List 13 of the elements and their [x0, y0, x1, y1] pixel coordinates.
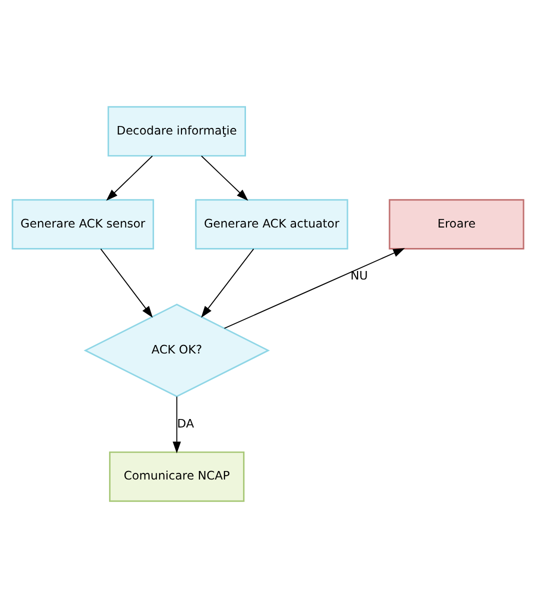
- edge-label: NU: [350, 268, 368, 282]
- arrow: [100, 248, 153, 318]
- node-box: Eroare: [388, 198, 524, 249]
- arrow: [200, 155, 248, 200]
- arrow: [106, 155, 153, 200]
- arrow: [224, 248, 405, 328]
- arrow: [201, 248, 254, 318]
- node-box: Comunicare NCAP: [109, 450, 245, 502]
- node-box: Generare ACK actuator: [195, 198, 348, 249]
- node-box: Decodare informaţie: [108, 106, 246, 156]
- arrow: [172, 396, 181, 453]
- edge-label: DA: [177, 416, 194, 430]
- node-box: Generare ACK sensor: [12, 198, 154, 249]
